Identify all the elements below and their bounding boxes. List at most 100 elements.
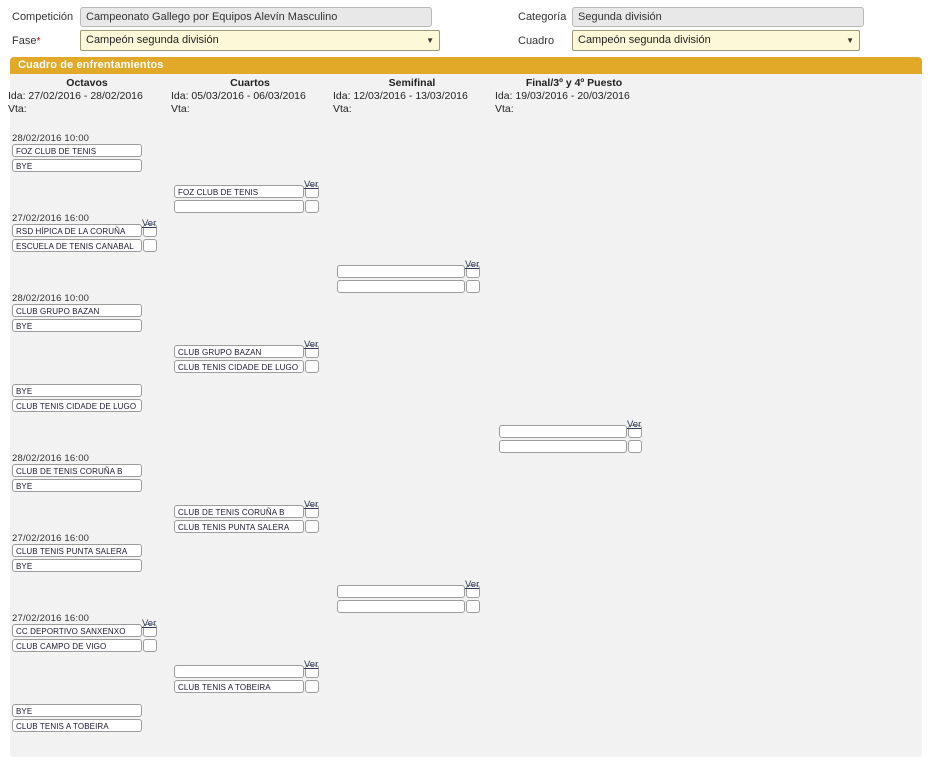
team-slot-home[interactable]: CLUB GRUPO BAZAN [174, 345, 304, 358]
team-slot-away[interactable]: BYE [12, 479, 142, 492]
score-box-home[interactable] [628, 425, 642, 438]
match-date: 28/02/2016 16:00 [12, 453, 90, 464]
round-header-final: Final/3º y 4º Puesto Ida: 19/03/2016 - 2… [495, 77, 653, 116]
team-slot-home[interactable] [499, 425, 627, 438]
score-box-away[interactable] [305, 520, 319, 533]
round-header-cuartos: Cuartos Ida: 05/03/2016 - 06/03/2016 Vta… [171, 77, 329, 116]
ver-link[interactable]: Ver [465, 259, 480, 270]
team-slot-home[interactable]: FOZ CLUB DE TENIS [12, 144, 142, 157]
match-octavos-7: 27/02/2016 16:00 CC DEPORTIVO SANXENXO C… [12, 613, 157, 652]
score-box-home[interactable] [143, 624, 157, 637]
match-home-row: FOZ CLUB DE TENIS [12, 144, 142, 157]
team-slot-away[interactable]: ESCUELA DE TENIS CANABAL [12, 239, 142, 252]
score-box-home[interactable] [466, 265, 480, 278]
score-box-away[interactable] [305, 680, 319, 693]
score-box-away[interactable] [305, 200, 319, 213]
team-slot-away[interactable]: CLUB TENIS CIDADE DE LUGO [174, 360, 304, 373]
score-box-home[interactable] [305, 665, 319, 678]
score-box-home[interactable] [305, 345, 319, 358]
match-date: 27/02/2016 16:00 [12, 213, 90, 224]
match-octavos-4: BYE CLUB TENIS CIDADE DE LUGO [12, 373, 142, 412]
chevron-down-icon: ▼ [846, 35, 854, 45]
team-slot-away[interactable]: CLUB TENIS A TOBEIRA [174, 680, 304, 693]
team-slot-home[interactable]: CLUB TENIS PUNTA SALERA [12, 544, 142, 557]
team-slot-home[interactable]: BYE [12, 384, 142, 397]
match-octavos-3: 28/02/2016 10:00 CLUB GRUPO BAZAN BYE [12, 293, 142, 332]
match-cuartos-4: CLUB TENIS A TOBEIRA [174, 665, 319, 693]
panel-title: Cuadro de enfrentamientos [10, 57, 922, 74]
match-away-row: CLUB TENIS A TOBEIRA [174, 680, 319, 693]
match-away-row: CLUB TENIS CIDADE DE LUGO [12, 399, 142, 412]
score-box-away[interactable] [466, 280, 480, 293]
team-slot-away[interactable]: CLUB TENIS PUNTA SALERA [174, 520, 304, 533]
match-home-row [337, 585, 480, 598]
match-away-row: BYE [12, 319, 142, 332]
score-box-home[interactable] [305, 185, 319, 198]
team-slot-away[interactable] [499, 440, 627, 453]
ver-link[interactable]: Ver [304, 499, 319, 510]
team-slot-home[interactable]: CLUB DE TENIS CORUÑA B [174, 505, 304, 518]
score-box-away[interactable] [628, 440, 642, 453]
team-slot-away[interactable]: CLUB CAMPO DE VIGO [12, 639, 142, 652]
round-vta: Vta: [171, 103, 190, 115]
match-date: 28/02/2016 10:00 [12, 133, 90, 144]
score-box-away[interactable] [143, 239, 157, 252]
ver-link-cuartos-3-wrap: Ver [304, 494, 318, 512]
score-box-home[interactable] [305, 505, 319, 518]
match-away-row: CLUB TENIS A TOBEIRA [12, 719, 142, 732]
match-octavos-5: 28/02/2016 16:00 CLUB DE TENIS CORUÑA B … [12, 453, 142, 492]
cuadro-label: Cuadro [518, 34, 555, 47]
ver-link[interactable]: Ver [627, 419, 642, 430]
team-slot-home[interactable] [337, 585, 465, 598]
competicion-field: Campeonato Gallego por Equipos Alevín Ma… [80, 7, 432, 27]
score-box-home[interactable] [143, 224, 157, 237]
categoria-field: Segunda división [572, 7, 864, 27]
match-away-row: ESCUELA DE TENIS CANABAL [12, 239, 157, 252]
competicion-row: Competición Campeonato Gallego por Equip… [12, 7, 432, 27]
match-octavos-1: 28/02/2016 10:00 FOZ CLUB DE TENIS BYE [12, 133, 142, 172]
competicion-label: Competición [12, 11, 74, 23]
ver-link[interactable]: Ver [142, 618, 157, 629]
team-slot-home[interactable]: CLUB GRUPO BAZAN [12, 304, 142, 317]
team-slot-home[interactable] [174, 665, 304, 678]
team-slot-away[interactable]: CLUB TENIS CIDADE DE LUGO [12, 399, 142, 412]
round-ida: Ida: 19/03/2016 - 20/03/2016 [495, 90, 630, 102]
ver-link[interactable]: Ver [465, 579, 480, 590]
team-slot-home[interactable]: BYE [12, 704, 142, 717]
match-date [12, 373, 142, 384]
team-slot-away[interactable] [174, 200, 304, 213]
match-semifinal-1 [337, 265, 480, 293]
team-slot-away[interactable] [337, 600, 465, 613]
ver-link[interactable]: Ver [304, 179, 319, 190]
score-box-away[interactable] [466, 600, 480, 613]
team-slot-away[interactable]: BYE [12, 559, 142, 572]
team-slot-home[interactable] [337, 265, 465, 278]
match-home-row: CLUB GRUPO BAZAN [12, 304, 142, 317]
team-slot-home[interactable]: RSD HÍPICA DE LA CORUÑA [12, 224, 142, 237]
round-ida: Ida: 27/02/2016 - 28/02/2016 [8, 90, 143, 102]
ver-link[interactable]: Ver [142, 218, 157, 229]
team-slot-away[interactable]: BYE [12, 159, 142, 172]
ver-link[interactable]: Ver [304, 339, 319, 350]
team-slot-away[interactable]: CLUB TENIS A TOBEIRA [12, 719, 142, 732]
round-vta: Vta: [8, 103, 27, 115]
ver-link[interactable]: Ver [304, 659, 319, 670]
team-slot-away[interactable] [337, 280, 465, 293]
score-box-away[interactable] [305, 360, 319, 373]
round-ida: Ida: 12/03/2016 - 13/03/2016 [333, 90, 468, 102]
team-slot-away[interactable]: BYE [12, 319, 142, 332]
score-box-home[interactable] [466, 585, 480, 598]
team-slot-home[interactable]: FOZ CLUB DE TENIS [174, 185, 304, 198]
team-slot-home[interactable]: CC DEPORTIVO SANXENXO [12, 624, 142, 637]
score-box-away[interactable] [143, 639, 157, 652]
categoria-row: Categoría Segunda división [518, 7, 864, 27]
match-home-row: CC DEPORTIVO SANXENXO [12, 624, 157, 637]
ver-link-octavos-7-wrap: Ver [142, 613, 156, 631]
match-date [12, 693, 142, 704]
fase-select[interactable]: Campeón segunda división▼ [80, 30, 440, 51]
cuadro-select[interactable]: Campeón segunda división▼ [572, 30, 860, 51]
round-title: Semifinal [388, 77, 436, 89]
team-slot-home[interactable]: CLUB DE TENIS CORUÑA B [12, 464, 142, 477]
match-home-row [174, 665, 319, 678]
